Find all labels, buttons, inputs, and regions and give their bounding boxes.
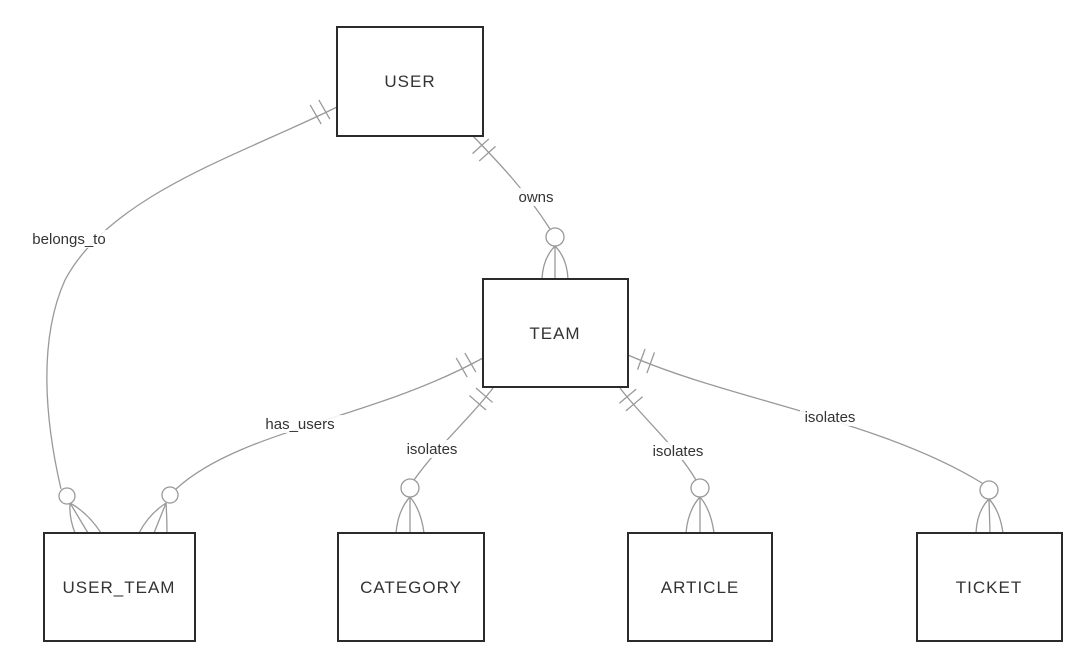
cardinality-tick [309, 104, 322, 125]
crow-foot-line [685, 496, 701, 534]
relationship-isolates-article: isolates [618, 387, 715, 534]
relationship-label-background [648, 442, 709, 460]
entity-category-label: CATEGORY [360, 578, 462, 597]
crow-foot-line [395, 496, 411, 534]
relationship-label-background [257, 415, 343, 433]
zero-or-more-marker-isolates-category [395, 478, 425, 534]
entity-team-box [482, 278, 629, 388]
relationship-belongs-to-line [46, 106, 338, 490]
zero-cardinality-circle [400, 478, 420, 498]
crow-foot-line [554, 245, 569, 280]
crow-foot-line [138, 502, 167, 534]
relationship-belongs-to: belongs_to [25, 99, 338, 534]
exactly-one-marker-isolates-article [618, 388, 644, 412]
zero-or-more-marker-owns [541, 227, 569, 280]
zero-cardinality-circle [545, 227, 565, 247]
relationship-label-background [514, 188, 558, 206]
zero-cardinality-circle [161, 486, 179, 504]
cardinality-tick [318, 99, 331, 120]
entity-ticket: TICKET [916, 532, 1063, 642]
relationship-label-has-users: has_users [265, 416, 334, 433]
relationship-isolates-category-line [413, 387, 494, 481]
exactly-one-marker-has-users [455, 352, 477, 378]
zero-or-more-marker-isolates-ticket [975, 480, 1004, 534]
entity-user: USER [336, 26, 484, 137]
cardinality-tick [472, 138, 490, 155]
relationship-label-background [402, 440, 463, 458]
crow-foot-line [153, 502, 167, 534]
entity-article-box [627, 532, 773, 642]
relationship-label-belongs-to: belongs_to [32, 231, 105, 248]
crow-foot-line [409, 496, 425, 534]
entity-article-label: ARTICLE [661, 578, 740, 597]
cardinality-tick [475, 387, 494, 403]
cardinality-tick [625, 396, 644, 412]
entity-category: CATEGORY [337, 532, 485, 642]
entity-team: TEAM [482, 278, 629, 388]
entity-user-box [336, 26, 484, 137]
relationship-label-background [800, 408, 861, 426]
crow-foot-line [988, 498, 991, 534]
zero-cardinality-circle [979, 480, 999, 500]
relationship-has-users: has_users [138, 352, 484, 534]
relationship-owns: owns [472, 135, 569, 280]
cardinality-tick [455, 357, 468, 378]
entity-user-team-box [43, 532, 196, 642]
cardinality-tick [646, 352, 656, 374]
crow-foot-line [699, 496, 715, 534]
entity-article: ARTICLE [627, 532, 773, 642]
cardinality-tick [464, 352, 477, 373]
cardinality-tick [468, 395, 487, 411]
entity-category-box [337, 532, 485, 642]
exactly-one-marker-isolates-category [468, 387, 494, 411]
entity-user-team-label: USER_TEAM [63, 578, 176, 597]
cardinality-tick [478, 145, 496, 162]
crow-foot-line [69, 502, 89, 534]
zero-or-more-marker-belongs-to [58, 487, 102, 534]
crow-foot-line [69, 502, 76, 534]
zero-or-more-marker-isolates-article [685, 478, 715, 534]
zero-cardinality-circle [690, 478, 710, 498]
exactly-one-marker-owns [472, 138, 496, 162]
relationship-isolates-category: isolates [395, 387, 494, 534]
zero-or-more-marker-has-users [138, 486, 179, 534]
entity-user-label: USER [384, 72, 435, 91]
crow-foot-line [165, 502, 168, 534]
crow-foot-line [975, 498, 990, 534]
cardinality-tick [636, 348, 646, 370]
crow-foot-line [69, 502, 102, 534]
crow-foot-line [541, 245, 556, 280]
zero-cardinality-circle [58, 487, 76, 505]
relationship-label-owns: owns [518, 189, 553, 206]
relationship-label-isolates-ticket: isolates [805, 409, 856, 426]
relationship-label-background [25, 230, 113, 248]
exactly-one-marker-isolates-ticket [636, 348, 656, 374]
entity-user-team: USER_TEAM [43, 532, 196, 642]
relationship-isolates-article-line [619, 387, 697, 481]
entity-team-label: TEAM [529, 324, 580, 343]
relationship-owns-line [472, 135, 551, 230]
relationship-label-isolates-category: isolates [407, 441, 458, 458]
exactly-one-marker-belongs-to [309, 99, 331, 125]
crow-foot-line [988, 498, 1004, 534]
entity-ticket-label: TICKET [956, 578, 1022, 597]
entity-ticket-box [916, 532, 1063, 642]
cardinality-tick [618, 388, 637, 404]
relationship-isolates-ticket: isolates [627, 348, 1004, 534]
relationship-label-isolates-article: isolates [653, 443, 704, 460]
